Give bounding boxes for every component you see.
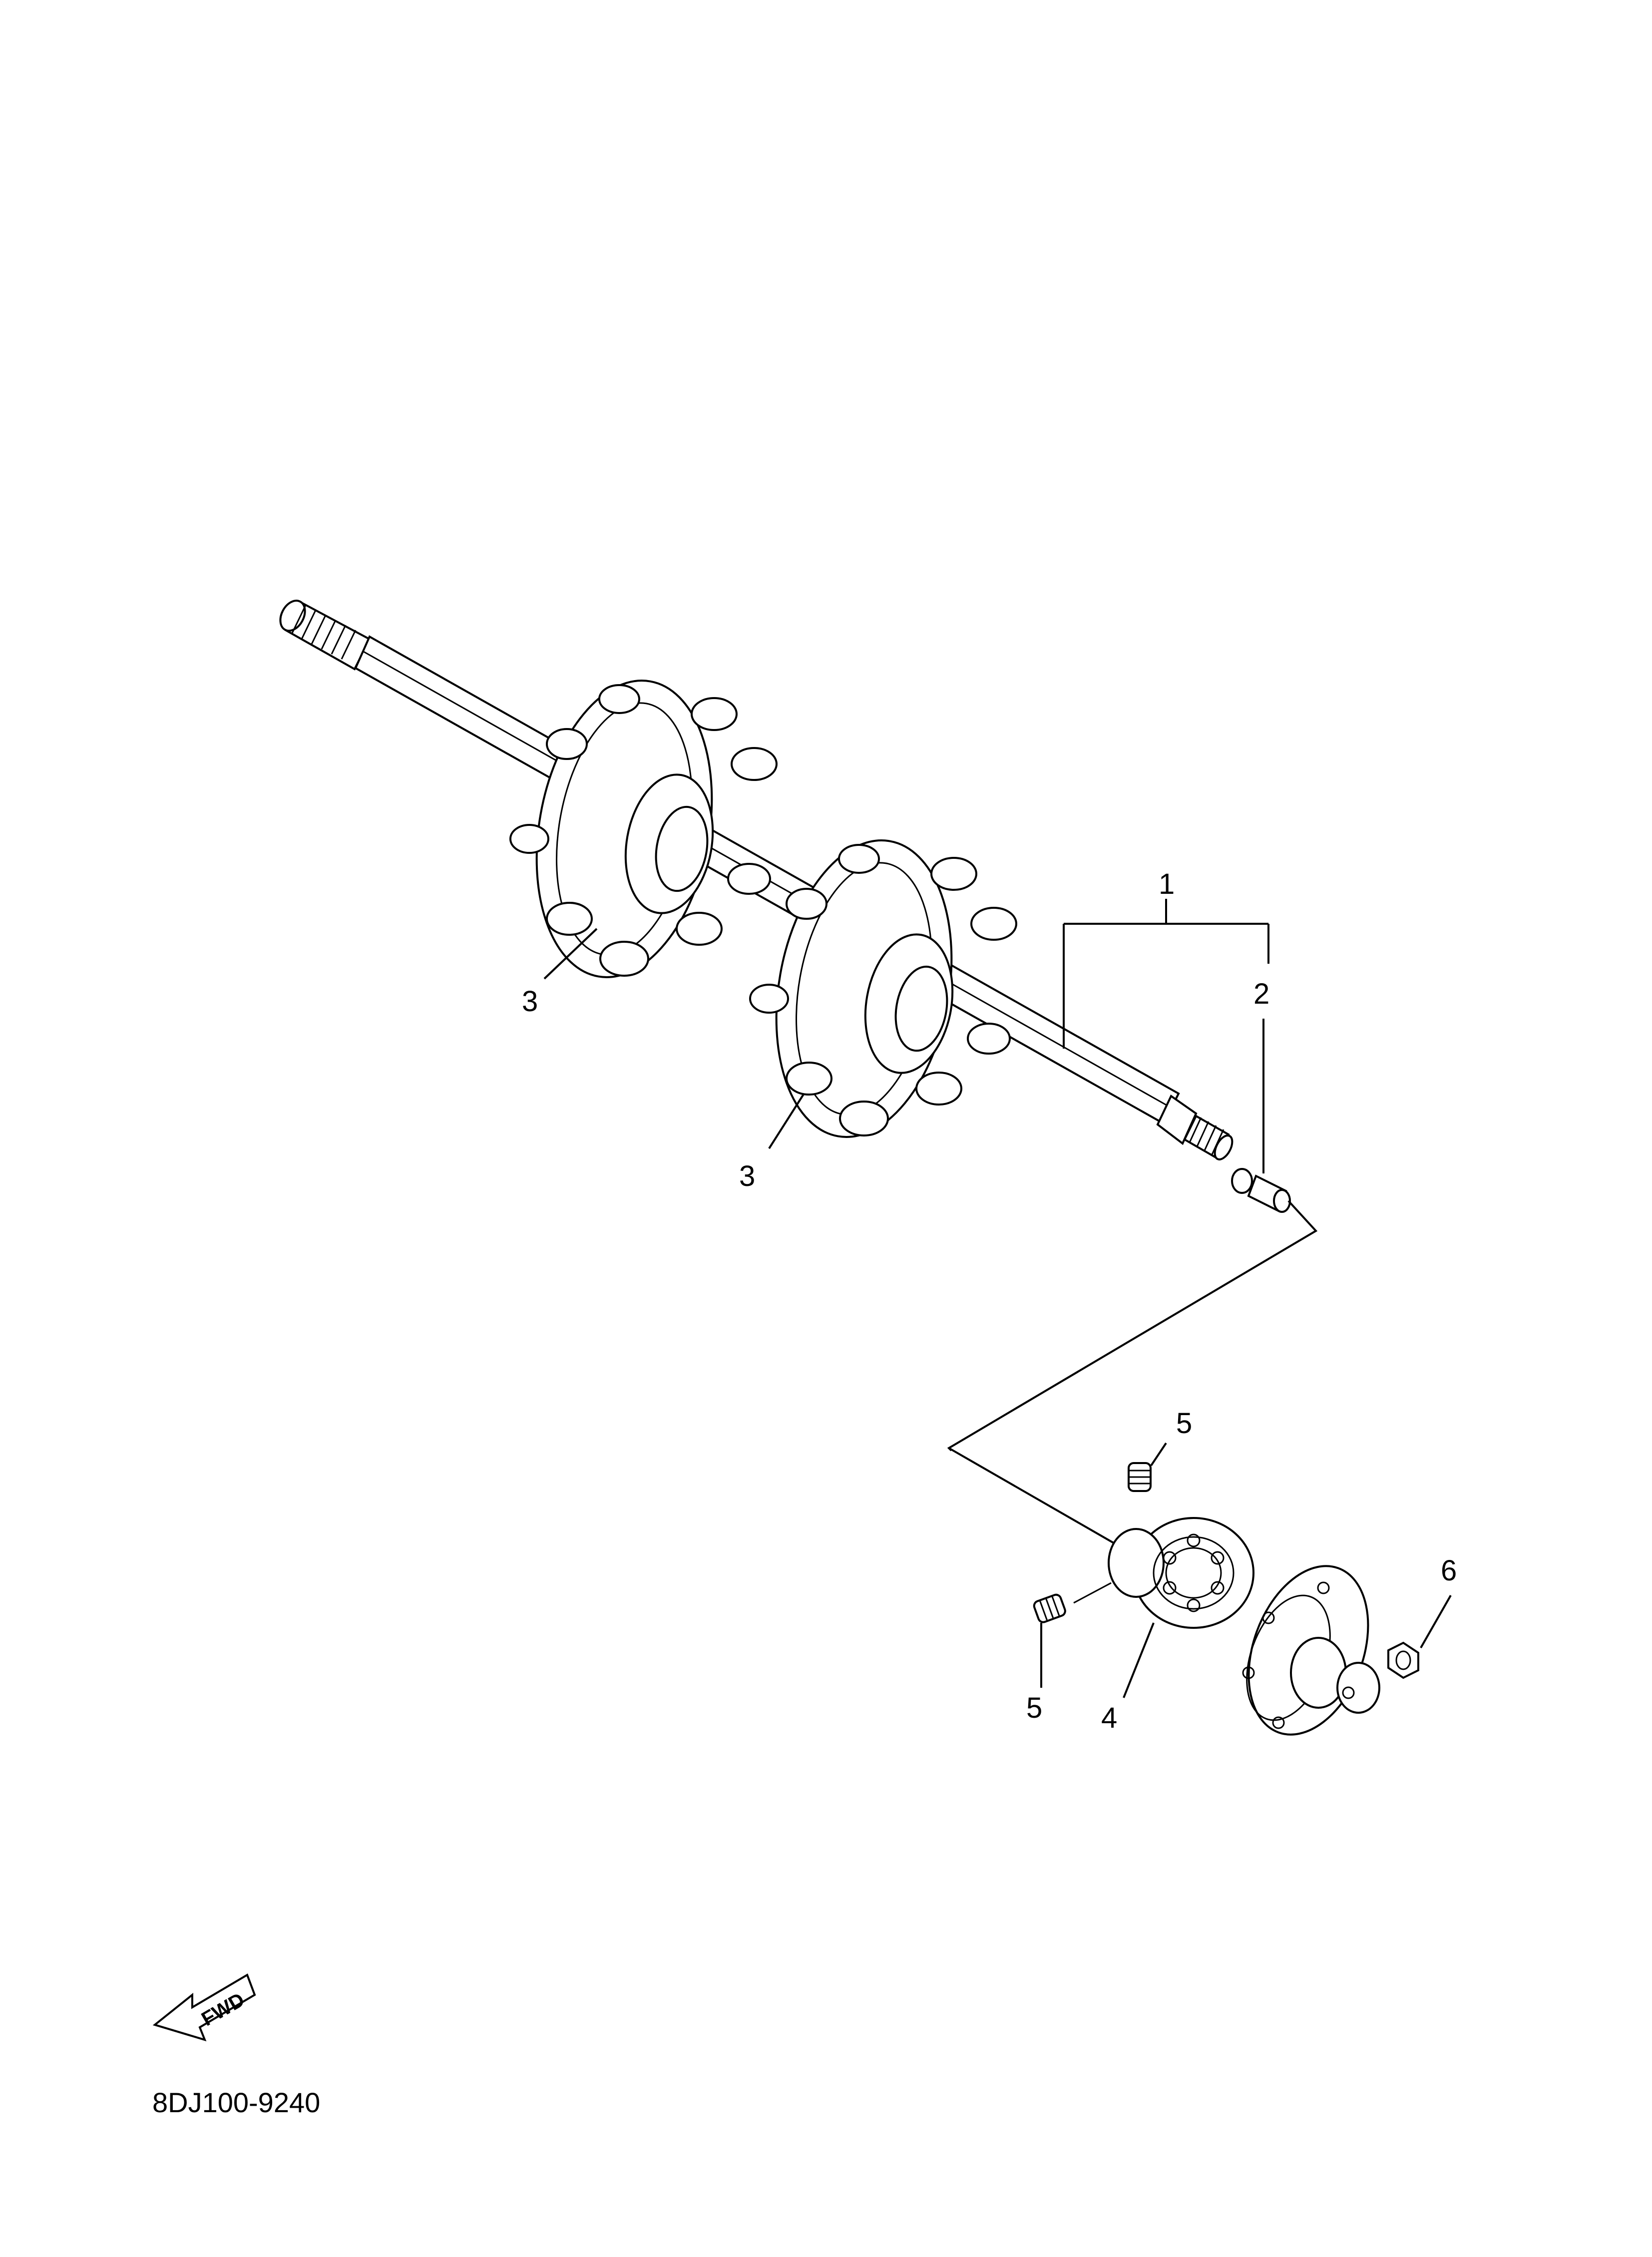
sprocket-upper — [509, 680, 778, 978]
callout-1: 1 — [1159, 868, 1175, 900]
shaft-spline — [279, 599, 371, 671]
callout-2: 2 — [1253, 978, 1269, 1010]
set-screw-upper — [1128, 1462, 1152, 1492]
sprocket-lower — [749, 839, 1017, 1138]
nut-part-6 — [1387, 1641, 1419, 1679]
figure-code: 8DJ100-9240 — [152, 2087, 320, 2118]
bearing-housing-part-4 — [1108, 1517, 1254, 1629]
set-screw-lower — [1033, 1593, 1066, 1623]
leader-lines — [543, 899, 1452, 1698]
callout-5-upper: 5 — [1176, 1407, 1192, 1440]
forward-arrow-icon: FWD — [152, 1973, 256, 2042]
collar-part-2 — [1231, 1168, 1291, 1213]
wheel-hub — [1242, 1565, 1380, 1736]
callout-5-lower: 5 — [1026, 1692, 1042, 1724]
callout-3-upper: 3 — [522, 985, 538, 1018]
shaft-thread — [1183, 1115, 1234, 1160]
callout-4: 4 — [1101, 1702, 1117, 1734]
callout-6: 6 — [1441, 1554, 1457, 1587]
callout-3-lower: 3 — [739, 1160, 755, 1192]
